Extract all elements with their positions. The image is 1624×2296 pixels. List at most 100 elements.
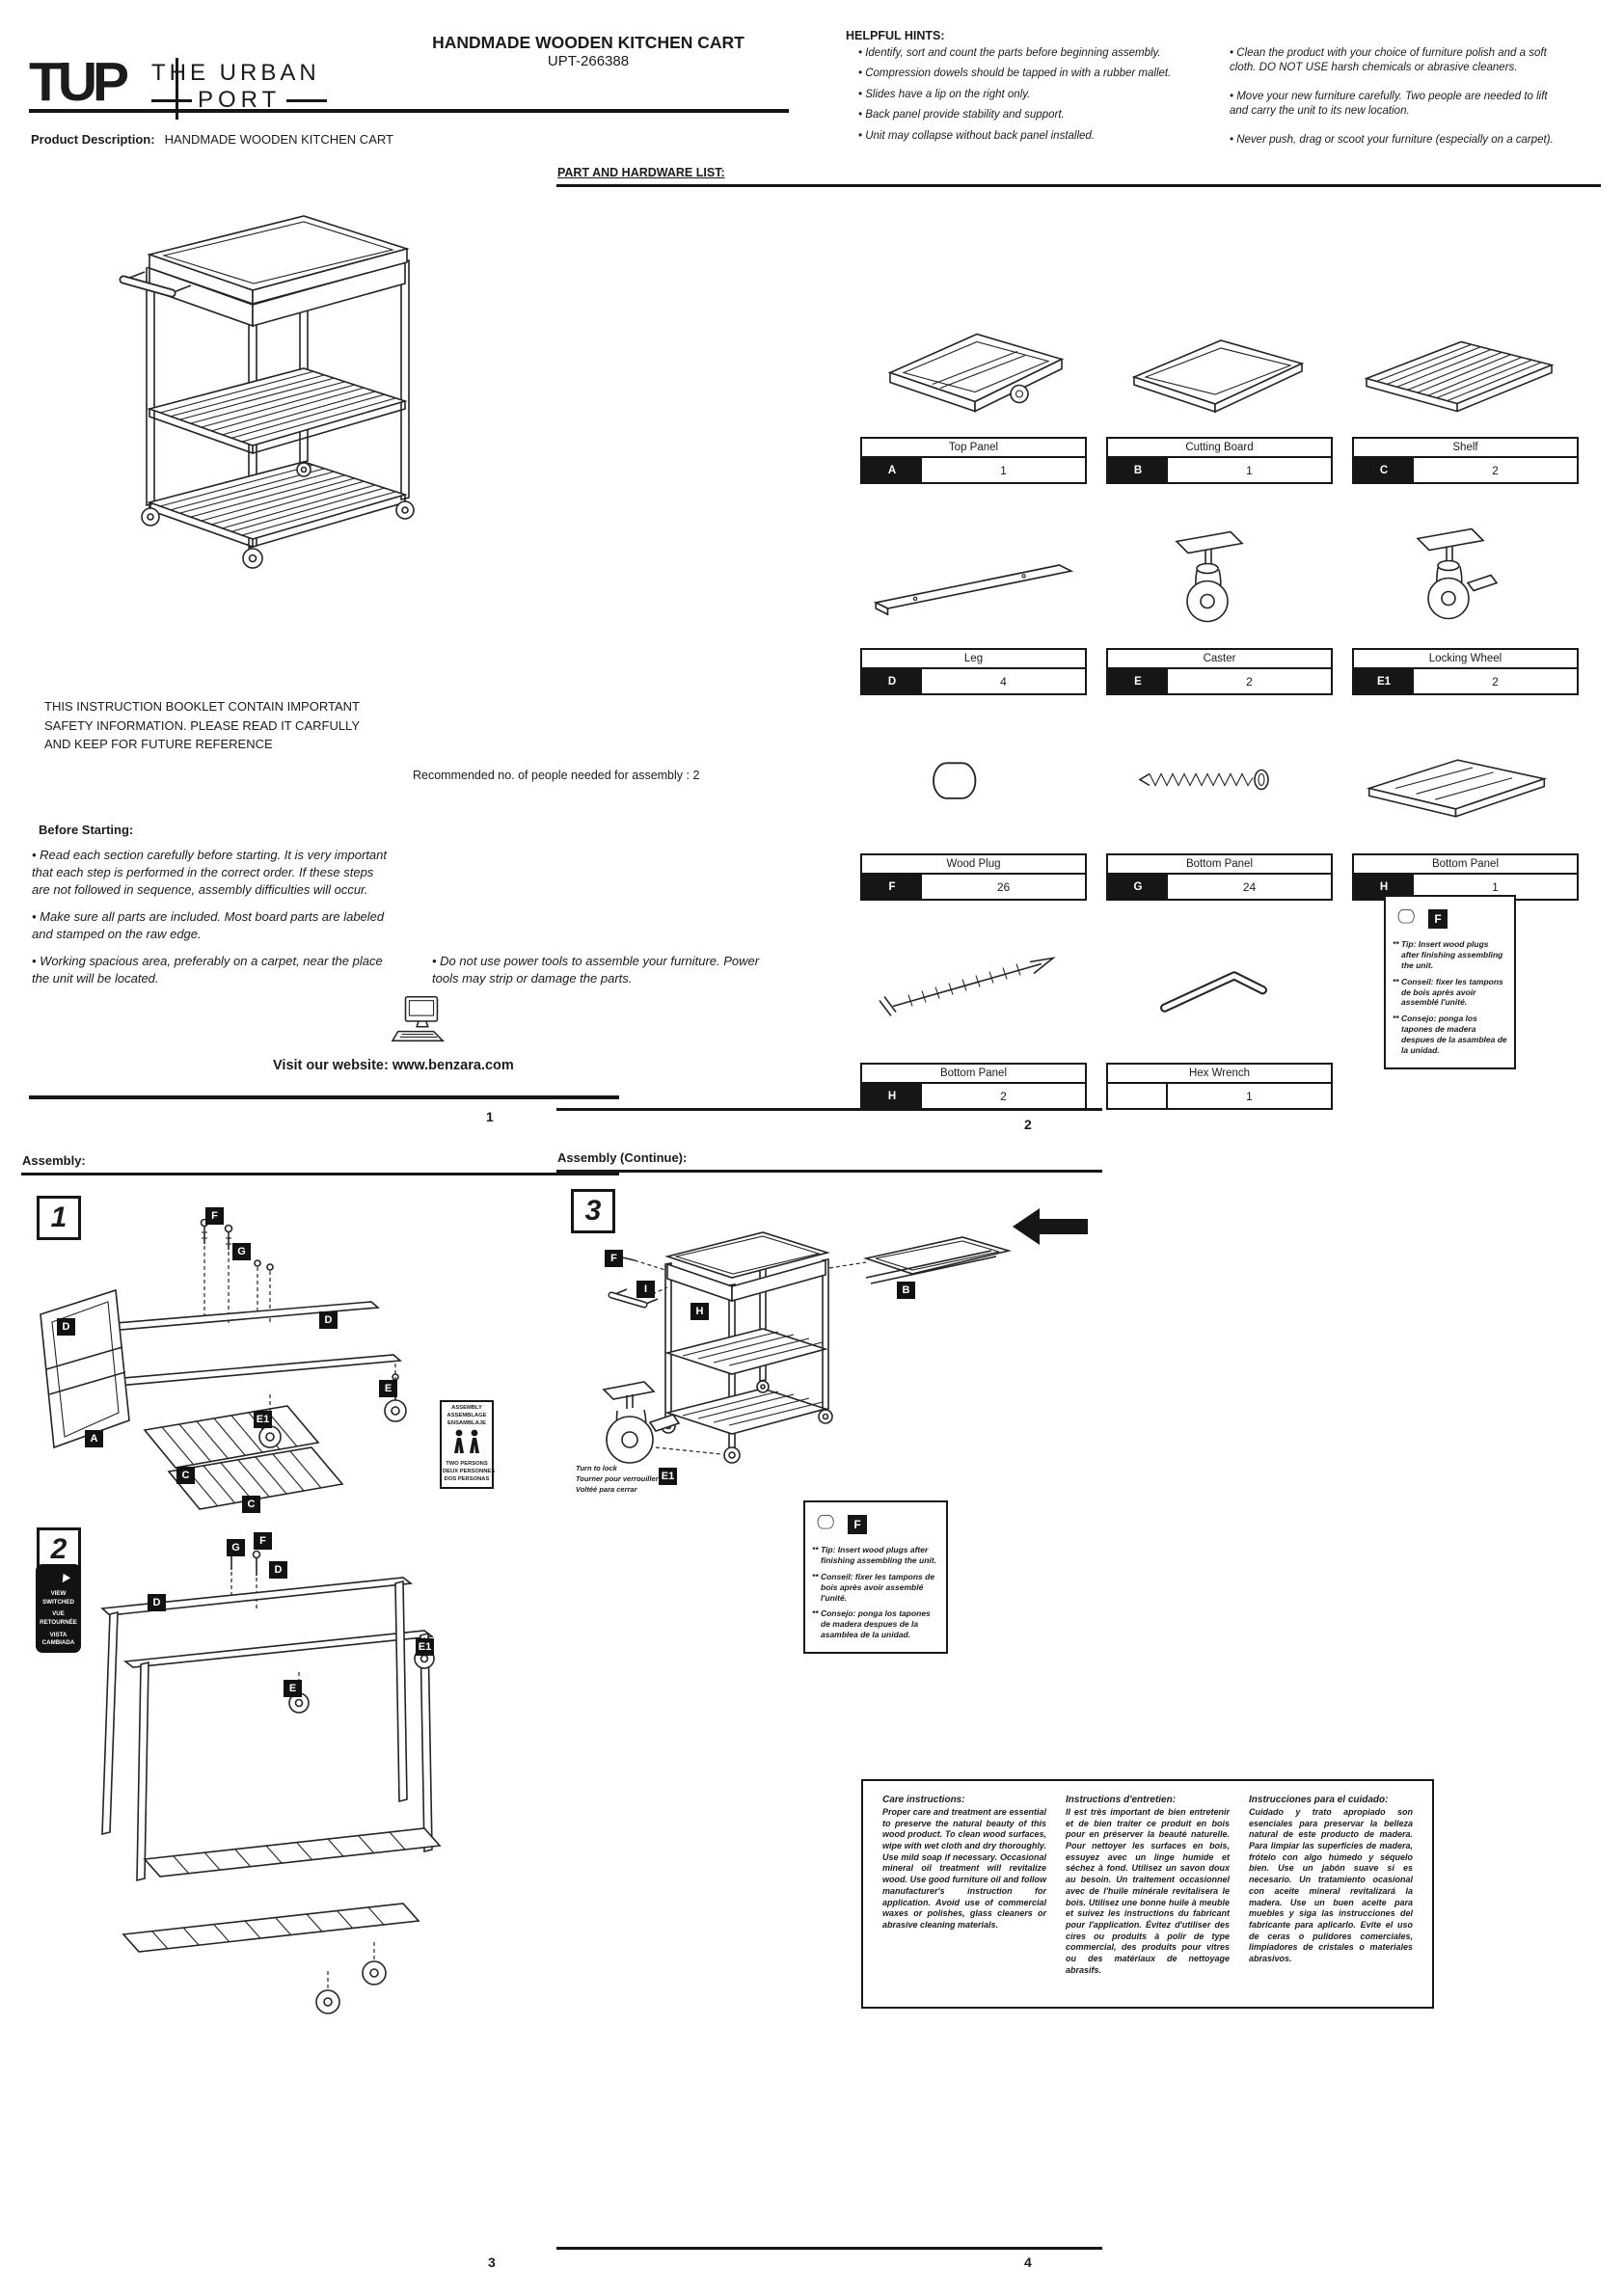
before-starting-bullet: • Make sure all parts are included. Most… <box>32 908 385 941</box>
part-letter: E <box>1108 669 1168 693</box>
helpful-hints-title: HELPFUL HINTS: <box>846 29 945 42</box>
care-title: Instrucciones para el cuidado: <box>1249 1795 1389 1805</box>
badge-line: TWO PERSONS <box>446 1461 488 1468</box>
safety-notice-line: THIS INSTRUCTION BOOKLET CONTAIN IMPORTA… <box>44 699 360 714</box>
part-table-hex-wrench: Hex Wrench 1 <box>1106 1063 1333 1110</box>
hint-item: • Never push, drag or scoot your furnitu… <box>1230 133 1554 146</box>
website-line: Visit our website: www.benzara.com <box>273 1058 514 1073</box>
part-qty: 1 <box>1246 1089 1253 1103</box>
screw-h-drawing <box>868 937 1070 1026</box>
hint-item: • Unit may collapse without back panel i… <box>858 129 1096 142</box>
assembly-continue-title: Assembly (Continue): <box>557 1150 688 1165</box>
document-title: HANDMADE WOODEN KITCHEN CART <box>432 33 744 52</box>
part-qty: 2 <box>1246 674 1253 689</box>
hint-item: • Slides have a lip on the right only. <box>858 88 1031 100</box>
step-1-number: 1 <box>37 1196 81 1240</box>
care-column-fr: Instructions d'entretien: Il est très im… <box>1066 1795 1230 1993</box>
badge-line: ASSEMBLAGE <box>447 1412 487 1418</box>
logo-acronym: TUP <box>29 51 129 113</box>
part-name: Wood Plug <box>862 855 1085 875</box>
badge-line: DEUX PERSONNES <box>443 1469 496 1475</box>
product-description-label: Product Description: <box>31 132 155 147</box>
badge-line: DOS PERSONAS <box>444 1476 490 1483</box>
before-starting-bullet: • Working spacious area, preferably on a… <box>32 953 383 986</box>
part-label-chip: E <box>284 1680 302 1697</box>
part-name: Bottom Panel <box>862 1065 1085 1084</box>
logo-name-line2-wrap: PORT <box>151 87 328 114</box>
screw-g-drawing <box>1126 754 1281 806</box>
page2-bottom-rule <box>556 1108 1102 1111</box>
part-label-chip: G <box>227 1539 245 1556</box>
leg-drawing <box>866 548 1083 623</box>
tip-line-fr: ** Conseil: fixer les tampons de bois ap… <box>812 1571 935 1603</box>
part-letter: E1 <box>1354 669 1414 693</box>
care-body: Cuidado y trato apropiado son esenciales… <box>1249 1807 1413 1963</box>
part-qty: 4 <box>1000 674 1007 689</box>
part-letter: G <box>1108 875 1168 899</box>
wood-plug-tip-box: F ** Tip: Insert wood plugs after finish… <box>1384 895 1516 1069</box>
badge-line: SWITCHED <box>42 1598 74 1606</box>
part-label-chip: G <box>232 1243 251 1260</box>
tip-line-es: ** Consejo: ponga los tapones de madera … <box>812 1608 931 1640</box>
part-letter <box>1108 1084 1168 1108</box>
badge-line: ASSEMBLY <box>451 1405 482 1411</box>
turn-to-lock-line: Tourner pour verrouiller <box>576 1473 659 1483</box>
care-column-en: Care instructions: Proper care and treat… <box>882 1795 1046 1993</box>
part-name: Leg <box>862 650 1085 669</box>
assembly-title: Assembly: <box>22 1153 86 1168</box>
rotate-arrow-icon <box>37 1569 80 1590</box>
wood-plug-drawing <box>918 748 995 812</box>
part-letter: H <box>862 1084 922 1108</box>
badge-line: ENSAMBLAJE <box>447 1419 486 1426</box>
part-qty: 2 <box>1492 674 1499 689</box>
brand-logo: TUP THE URBAN PORT <box>29 51 328 120</box>
part-label-chip: E1 <box>416 1638 434 1656</box>
tip-line-en: ** Tip: Insert wood plugs after finishin… <box>812 1545 936 1565</box>
turn-to-lock-line: Turn to lock <box>576 1464 617 1472</box>
page-number-2: 2 <box>1024 1117 1032 1132</box>
caster-drawing <box>1148 521 1263 638</box>
wood-plug-icon <box>812 1510 841 1538</box>
part-qty: 1 <box>1492 879 1499 894</box>
page4-bottom-rule <box>556 2247 1102 2250</box>
part-label-chip: D <box>319 1311 338 1329</box>
part-name: Shelf <box>1354 439 1577 458</box>
care-title: Care instructions: <box>882 1795 965 1805</box>
before-starting-bullet: • Read each section carefully before sta… <box>32 848 387 897</box>
part-label-chip: C <box>242 1496 260 1513</box>
page-number-4: 4 <box>1024 2255 1032 2270</box>
parts-list-rule <box>556 184 1601 187</box>
hint-item: • Identify, sort and count the parts bef… <box>858 47 1161 59</box>
logo-divider <box>176 58 178 120</box>
assembly-rule <box>21 1173 619 1175</box>
care-instructions-box: Care instructions: Proper care and treat… <box>861 1779 1434 2009</box>
part-label-chip: C <box>176 1467 195 1484</box>
part-qty: 1 <box>1246 463 1253 477</box>
care-body: Il est très important de bien entretenir… <box>1066 1807 1230 1975</box>
part-label-chip: D <box>57 1318 75 1336</box>
part-letter: C <box>1354 458 1414 482</box>
document-model-number: UPT-266388 <box>547 53 630 69</box>
hint-item: • Back panel provide stability and suppo… <box>858 109 1065 122</box>
part-label-chip: A <box>85 1430 103 1447</box>
step-2-number: 2 <box>37 1527 81 1572</box>
cutting-board-drawing <box>1121 318 1313 426</box>
hex-wrench-drawing <box>1148 950 1292 1023</box>
computer-icon <box>391 993 450 1052</box>
part-label-chip: F <box>605 1250 623 1267</box>
part-name: Bottom Panel <box>1108 855 1331 875</box>
part-letter-badge-f: F <box>1428 908 1448 929</box>
locking-wheel-drawing <box>1389 519 1509 638</box>
care-body: Proper care and treatment are essential … <box>882 1807 1046 1930</box>
two-persons-icon <box>443 1429 491 1459</box>
safety-notice-line: AND KEEP FOR FUTURE REFERENCE <box>44 737 273 751</box>
step-1-diagram <box>29 1213 458 1531</box>
part-name: Top Panel <box>862 439 1085 458</box>
